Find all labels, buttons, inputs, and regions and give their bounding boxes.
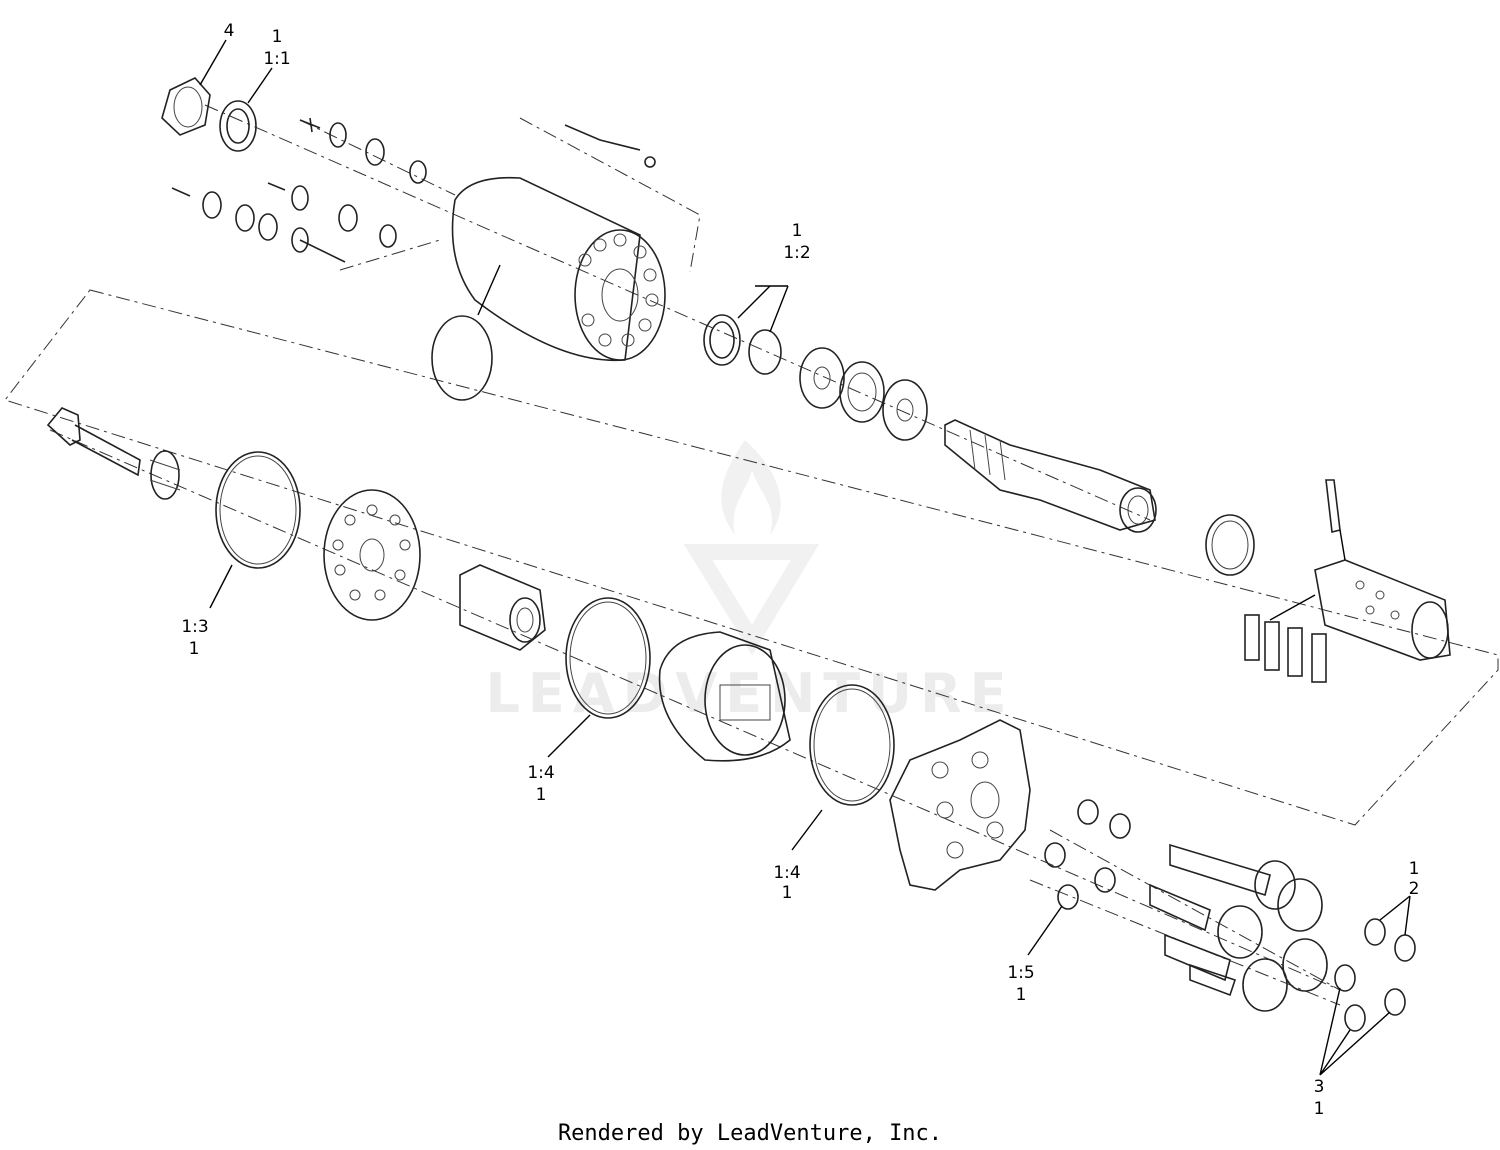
o-ring-1-4-b — [809, 684, 895, 806]
leadventure-watermark-logo — [683, 440, 820, 656]
thrust-washers-and-bearing — [799, 347, 928, 441]
callout-1-2: 1:2 — [783, 243, 810, 263]
small-o-rings — [1044, 799, 1131, 910]
callout-1-4-a: 1:4 — [527, 763, 554, 783]
callout-1-4-b: 1:4 — [773, 863, 800, 883]
valve-spools — [171, 117, 656, 263]
stator-housing — [658, 631, 791, 762]
snap-ring — [1205, 514, 1255, 576]
o-ring-1-3 — [215, 451, 301, 569]
port-fittings — [1149, 843, 1328, 1012]
callout-2: 2 — [1409, 879, 1420, 899]
vane-springs — [1244, 614, 1327, 683]
callout-1-3: 1:3 — [181, 617, 208, 637]
callout-1-4-b-qty: 1 — [782, 883, 793, 903]
pin-and-valve-sleeve — [1269, 479, 1451, 661]
footer-credit: Rendered by LeadVenture, Inc. — [558, 1121, 942, 1146]
callout-labels: 4 1 1:1 1 1:2 1:3 1 1:4 1 1:4 1 1:5 1 1 … — [181, 21, 1419, 1119]
valve-housing — [451, 176, 666, 362]
callout-3-qty: 1 — [1314, 1099, 1325, 1119]
o-ring-1-4-a — [565, 597, 651, 719]
callout-1-top: 1 — [272, 27, 283, 47]
end-cover-plate — [889, 719, 1031, 891]
callout-1-1: 1:1 — [263, 49, 290, 69]
callout-3: 3 — [1314, 1077, 1325, 1097]
callout-leader-lines — [199, 39, 1411, 1076]
drive-link-and-gear — [46, 407, 181, 500]
end-cap-disc — [431, 264, 501, 401]
callout-1-right: 1 — [1409, 859, 1420, 879]
gerotor-rotor — [459, 564, 546, 651]
callout-1-mid: 1 — [792, 221, 803, 241]
callout-1-5-qty: 1 — [1016, 985, 1027, 1005]
shaft-seal-1-2 — [703, 314, 782, 375]
assembly-outline — [4, 289, 1499, 826]
callout-1-5: 1:5 — [1007, 963, 1034, 983]
callout-4: 4 — [224, 21, 235, 41]
output-shaft — [944, 419, 1157, 533]
hex-nut — [161, 77, 211, 136]
seal-1-1 — [219, 100, 257, 152]
fitting-o-rings — [1334, 918, 1416, 1032]
watermark-brand: LEADVENTURE — [486, 662, 1015, 725]
callout-1-3-qty: 1 — [189, 639, 200, 659]
callout-1-4-a-qty: 1 — [536, 785, 547, 805]
wear-plate — [323, 489, 421, 621]
